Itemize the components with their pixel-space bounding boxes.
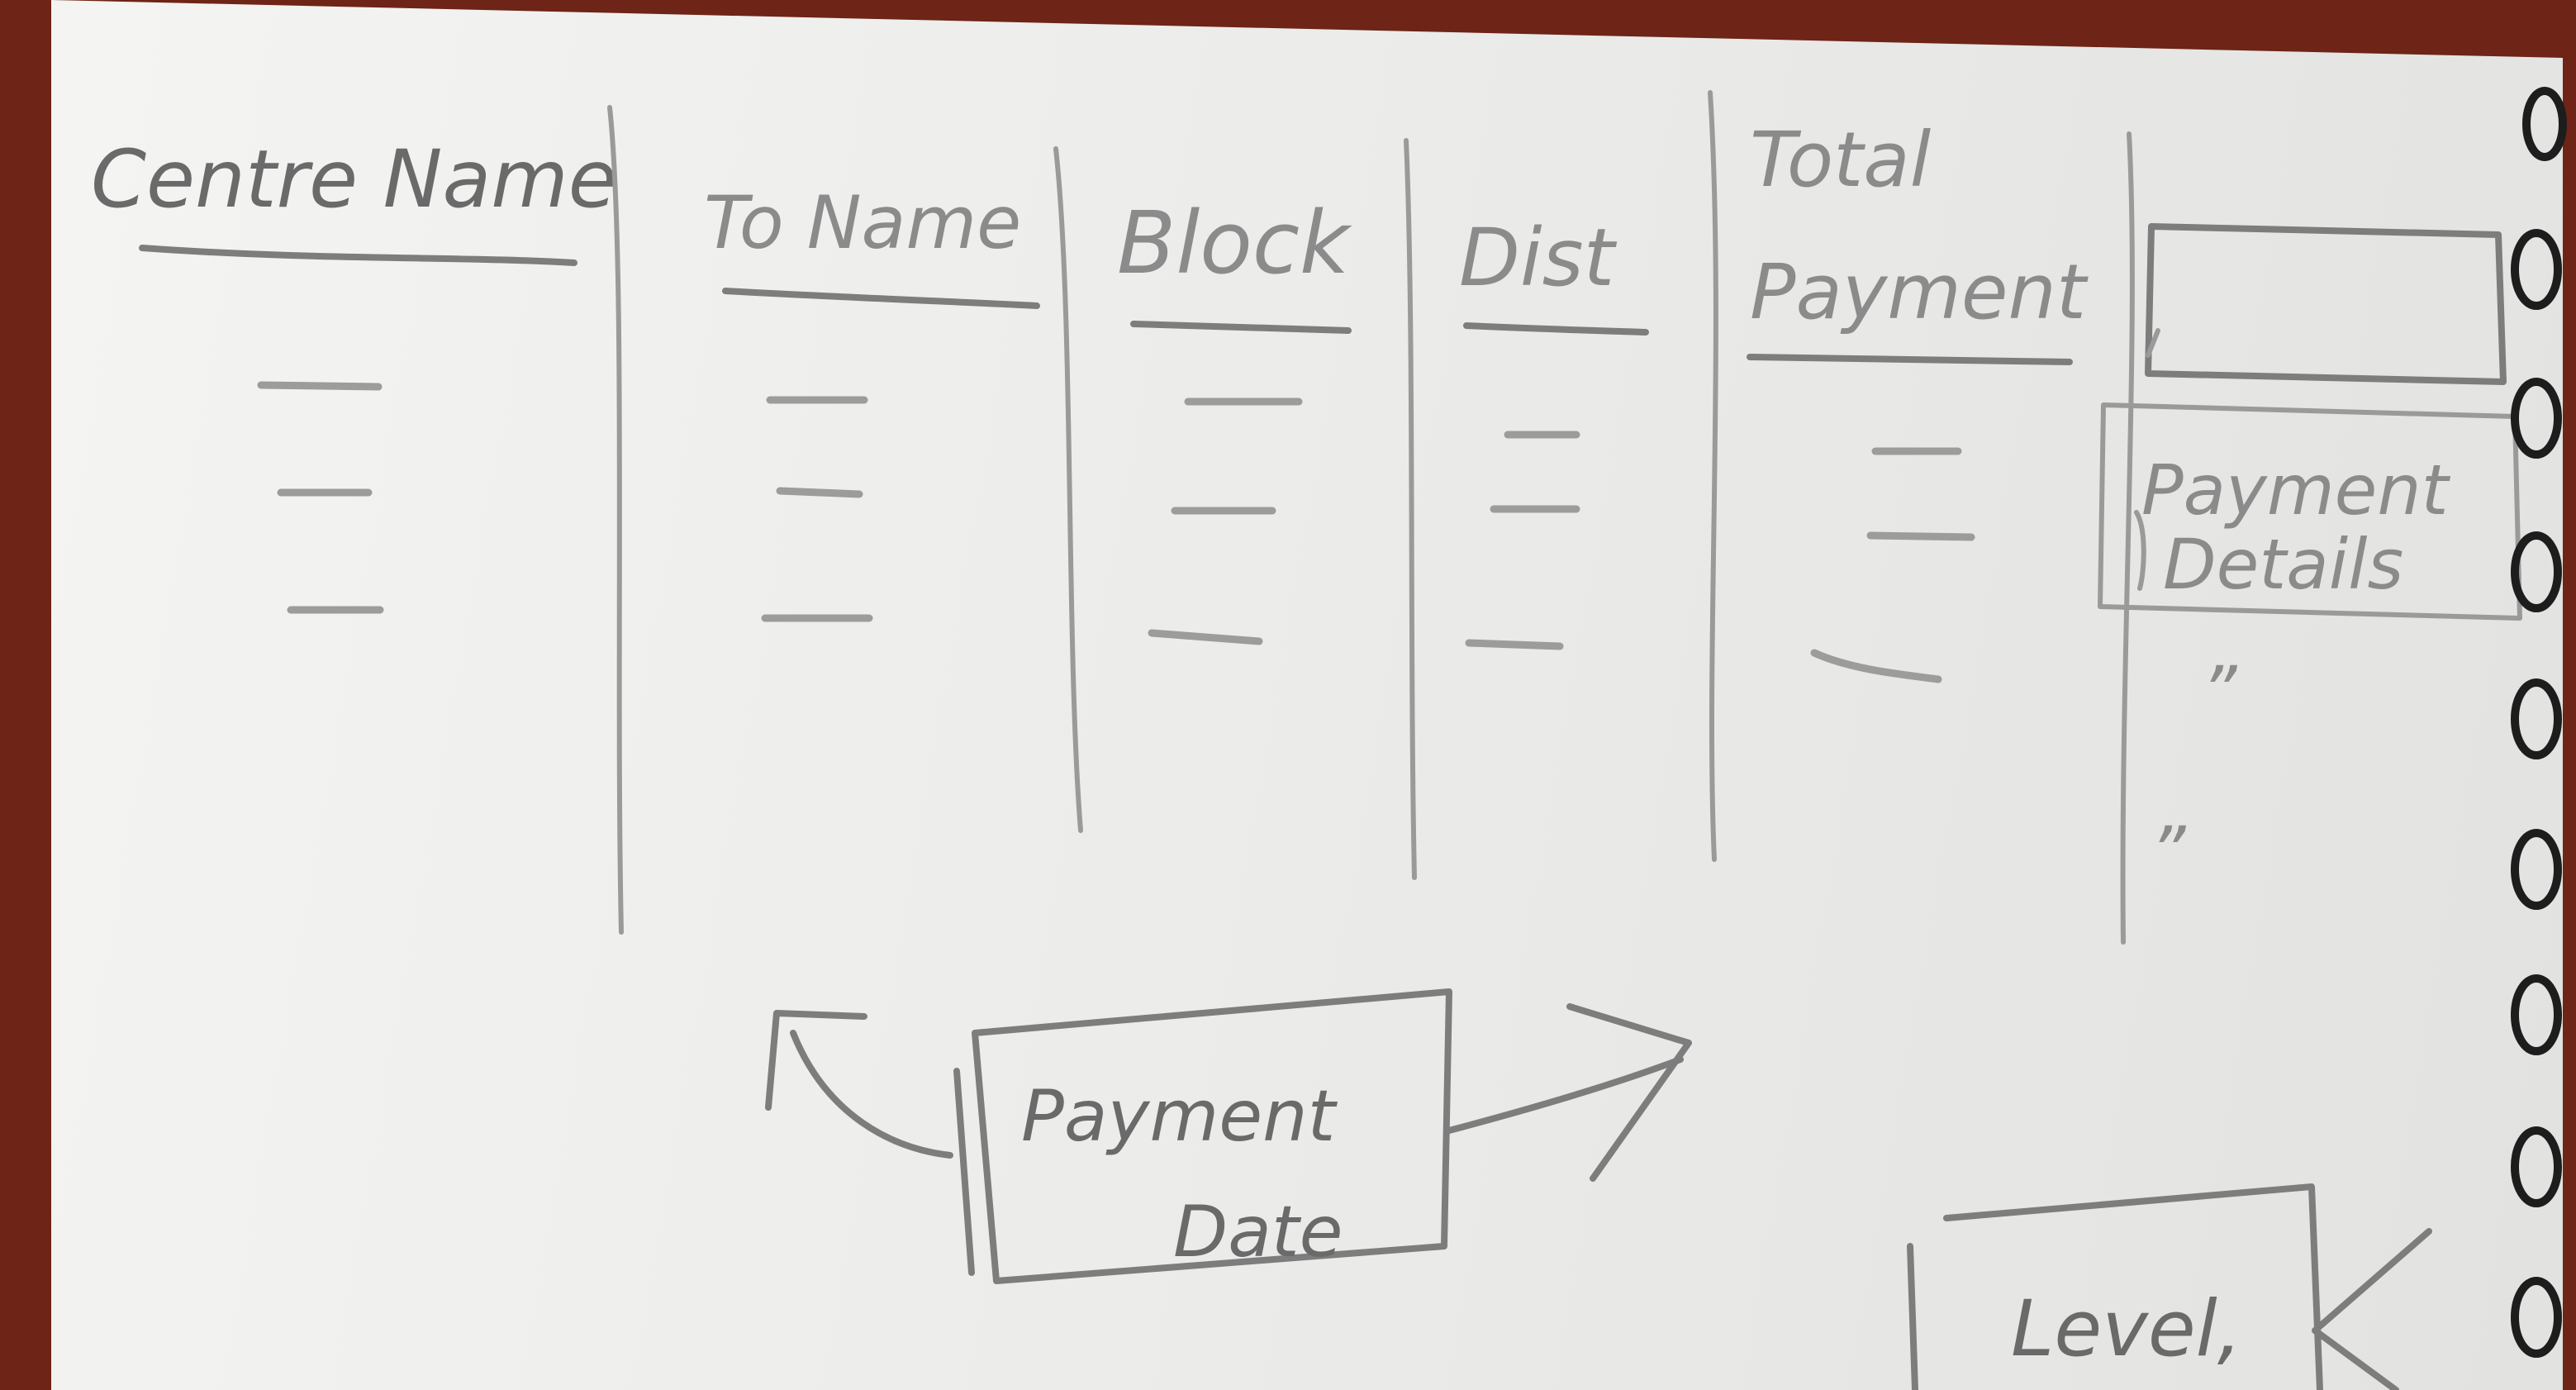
action-column: Payment Details ” ” xyxy=(2098,223,2522,893)
column-header-label: Centre Name xyxy=(91,133,617,226)
right-arrow xyxy=(1446,1056,1684,1134)
payment-date-label: Payment Date xyxy=(1021,1075,1358,1273)
ditto-mark: ” xyxy=(2201,651,2238,732)
spiral-binding xyxy=(2511,87,2567,1358)
column-header-label: Dist xyxy=(1459,212,1618,304)
payment-details-button[interactable]: Payment Details xyxy=(2098,402,2522,621)
cell-placeholder xyxy=(1465,639,1564,650)
left-arrow xyxy=(790,1030,953,1159)
level-label: Level, xyxy=(2011,1284,2242,1374)
cell-placeholder xyxy=(1810,649,1942,683)
level-section: Level, xyxy=(1907,1183,2432,1390)
column-header-label: Block xyxy=(1117,193,1352,293)
ditto-mark: ” xyxy=(2150,812,2187,893)
action-input-box[interactable] xyxy=(2145,223,2507,385)
left-arrowhead xyxy=(765,1010,867,1111)
column-header-total-payment[interactable]: Total Payment xyxy=(1747,116,2089,365)
payment-date-box[interactable] xyxy=(972,988,1452,1284)
payment-date-section: Payment Date xyxy=(765,988,1692,1284)
level-box[interactable] xyxy=(1943,1183,2323,1390)
level-pointer-arrow xyxy=(2312,1228,2432,1390)
cell-placeholder xyxy=(257,381,383,391)
column-header-label: To Name xyxy=(704,180,1021,265)
table-row[interactable] xyxy=(287,606,1942,683)
column-header-to-name[interactable]: To Name xyxy=(704,180,1040,309)
column-header-centre-name[interactable]: Centre Name xyxy=(91,133,617,266)
table-row[interactable] xyxy=(277,487,1975,541)
column-header-label: Total Payment xyxy=(1750,116,2089,336)
table-row[interactable] xyxy=(257,381,1962,455)
cell-placeholder xyxy=(1866,531,1975,541)
table-header: Centre Name To Name Block Dist Total Pay… xyxy=(91,116,2089,365)
column-header-block[interactable]: Block xyxy=(1117,193,1352,334)
button-outline xyxy=(2098,402,2522,621)
column-header-dist[interactable]: Dist xyxy=(1459,212,1649,336)
column-dividers xyxy=(607,90,2135,945)
table-body xyxy=(257,381,1975,683)
cell-placeholder xyxy=(776,487,863,498)
cell-placeholder xyxy=(1148,629,1263,645)
button-label: Payment Details xyxy=(2141,450,2470,605)
notebook-page xyxy=(51,0,2563,1390)
right-arrowhead xyxy=(1566,1003,1692,1182)
